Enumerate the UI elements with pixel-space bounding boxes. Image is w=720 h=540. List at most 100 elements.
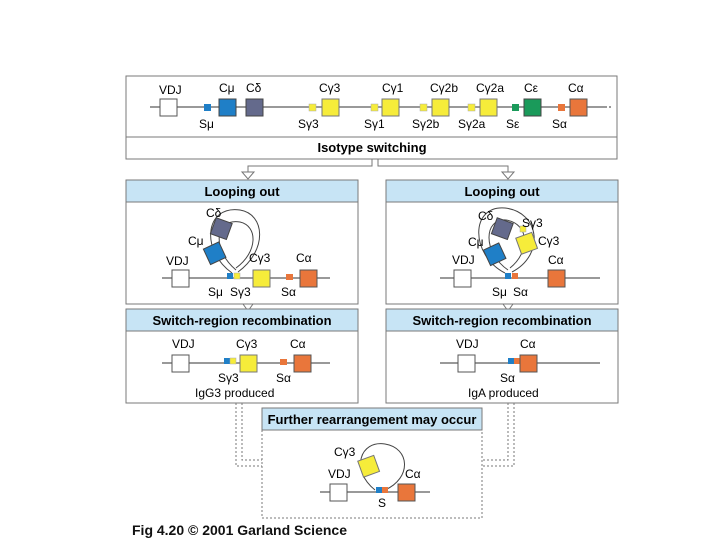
left-result-label: IgG3 produced [195, 386, 274, 400]
left-recomb-header [125, 308, 359, 332]
locus-label-cepsilon: Cε [524, 81, 539, 95]
further-label-cgamma3: Cγ3 [334, 445, 356, 459]
left-recomb-salpha-mark [280, 359, 287, 365]
right-loop-label-smu: Sμ [492, 285, 507, 299]
left-loop-label-smu: Sμ [208, 285, 223, 299]
locus-label-sgamma1: Sγ1 [364, 117, 385, 131]
right-loop-calpha-box [547, 269, 566, 288]
right-loop-cgamma3-box [515, 231, 539, 255]
locus-label-cgamma2b: Cγ2b [430, 81, 458, 95]
locus-label-sgamma3: Sγ3 [298, 117, 319, 131]
left-loop-cmu-box [202, 241, 227, 266]
locus-cdelta-box [245, 98, 264, 117]
right-loop-header [385, 179, 619, 203]
further-label-s: S [378, 496, 386, 510]
locus-cgamma1-box [381, 98, 400, 117]
left-recomb-calpha-box [293, 354, 312, 373]
locus-sgamma3-mark [308, 103, 317, 112]
left-loop-label-cgamma3: Cγ3 [249, 251, 271, 265]
locus-label-sepsilon: Sε [506, 117, 520, 131]
left-recomb-vdj-box [171, 354, 190, 373]
right-down-arrow [502, 303, 514, 312]
right-recomb-panel: Switch-region recombination VDJ Cα Sα Ig… [385, 308, 619, 404]
right-recomb-label-calpha: Cα [520, 337, 536, 351]
further-vdj-box [329, 483, 348, 502]
figure-caption: Fig 4.20 © 2001 Garland Science [132, 522, 347, 538]
left-recomb-title: Switch-region recombination [152, 313, 331, 328]
right-recomb-title: Switch-region recombination [412, 313, 591, 328]
right-recomb-label-salpha: Sα [500, 371, 515, 385]
locus-label-sgamma2a: Sγ2a [458, 117, 486, 131]
left-recomb-sgamma3-mark [229, 357, 237, 365]
right-loop-cmu-box [482, 242, 507, 267]
further-connectors [235, 403, 515, 467]
locus-cgamma3-box [321, 98, 340, 117]
right-loop-title: Looping out [464, 184, 540, 199]
left-loop-calpha-box [299, 269, 318, 288]
left-loop-label-vdj: VDJ [166, 254, 189, 268]
left-recomb-label-sgamma3: Sγ3 [218, 371, 239, 385]
right-loop-salpha-mark [512, 273, 518, 279]
left-loop-cdelta-box [209, 217, 233, 241]
locus-salpha-mark [558, 104, 565, 111]
further-label-vdj: VDJ [328, 467, 351, 481]
left-loop-cgamma3-box [252, 269, 271, 288]
left-loop-salpha-mark [286, 274, 293, 280]
right-recomb-smu-mark [508, 358, 514, 364]
left-loop-label-cdelta: Cδ [206, 206, 222, 220]
locus-label-sgamma2b: Sγ2b [412, 117, 440, 131]
further-title: Further rearrangement may occur [268, 412, 477, 427]
right-result-label: IgA produced [468, 386, 539, 400]
locus-label-vdj: VDJ [159, 83, 182, 97]
right-looping-panel: Looping out Cδ Sγ3 Cγ3 Cμ Cα VDJ Sμ Sα [385, 179, 619, 305]
locus-label-calpha: Cα [568, 81, 584, 95]
left-loop-label-calpha: Cα [296, 251, 312, 265]
left-loop-label-sgamma3: Sγ3 [230, 285, 251, 299]
left-loop-header [125, 179, 359, 203]
right-recomb-header [385, 308, 619, 332]
locus-vdj-box [159, 98, 178, 117]
isotype-switching-label: Isotype switching [317, 140, 426, 155]
further-s-alpha-mark [382, 487, 388, 493]
locus-label-cgamma1: Cγ1 [382, 81, 404, 95]
right-loop-label-sgamma3: Sγ3 [522, 216, 543, 230]
left-loop-vdj-box [171, 269, 190, 288]
left-loop-sgamma3-mark [233, 272, 241, 280]
locus-label-smu: Sμ [199, 117, 214, 131]
right-loop-cdelta-box [490, 217, 514, 241]
left-recomb-panel: Switch-region recombination VDJ Cγ3 Cα S… [125, 308, 359, 404]
right-loop-label-cmu: Cμ [468, 235, 484, 249]
left-recomb-label-vdj: VDJ [172, 337, 195, 351]
left-recomb-label-salpha: Sα [276, 371, 291, 385]
locus-label-salpha: Sα [552, 117, 567, 131]
right-loop-label-calpha: Cα [548, 253, 564, 267]
right-loop-label-cdelta: Cδ [478, 209, 494, 223]
locus-sgamma2a-mark [467, 103, 476, 112]
locus-cgamma2a-box [479, 98, 498, 117]
left-recomb-cgamma3-box [239, 354, 258, 373]
locus-sgamma1-mark [370, 103, 379, 112]
locus-label-cgamma2a: Cγ2a [476, 81, 504, 95]
locus-cmu-box [218, 98, 237, 117]
further-header [261, 407, 483, 431]
left-looping-panel: Looping out Cδ Cμ Cγ3 Cα VDJ Sμ Sγ3 Sα [125, 179, 359, 305]
left-loop-title: Looping out [204, 184, 280, 199]
left-loop-label-cmu: Cμ [188, 234, 204, 248]
locus-label-cmu: Cμ [219, 81, 235, 95]
further-s-mu-mark [376, 487, 382, 493]
further-cgamma3-box [357, 454, 381, 478]
right-loop-vdj-box [453, 269, 472, 288]
locus-label-cgamma3: Cγ3 [319, 81, 341, 95]
right-loop-label-vdj: VDJ [452, 253, 475, 267]
right-recomb-label-vdj: VDJ [456, 337, 479, 351]
locus-sepsilon-mark [512, 104, 519, 111]
further-label-calpha: Cα [405, 467, 421, 481]
left-down-arrow [242, 303, 254, 312]
further-calpha-box [397, 483, 416, 502]
left-recomb-label-cgamma3: Cγ3 [236, 337, 258, 351]
split-arrows [240, 159, 516, 180]
left-recomb-label-calpha: Cα [290, 337, 306, 351]
locus-label-cdelta: Cδ [246, 81, 262, 95]
right-recomb-salpha-mark [514, 358, 520, 364]
